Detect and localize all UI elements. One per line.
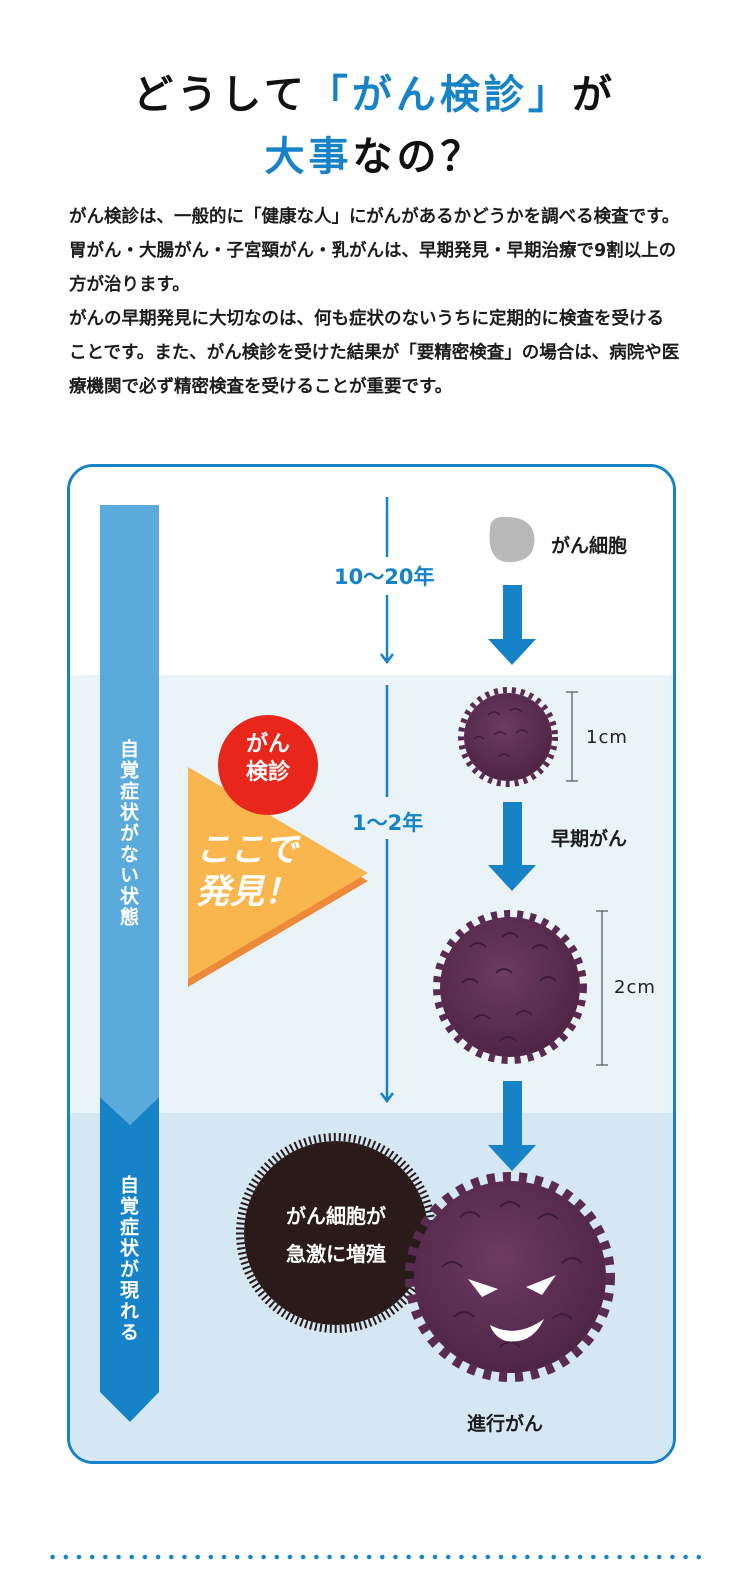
title-line-2: 大事なの？ [264, 134, 485, 180]
screening-badge-text: がん 検診 [245, 732, 290, 785]
size-1cm-label: 1cm [586, 727, 628, 748]
size-2cm-label: 2cm [614, 977, 656, 998]
early-cancer-small-icon [458, 687, 558, 787]
arrow-down-2 [488, 802, 536, 891]
arrow-down-1 [488, 585, 536, 665]
no-symptoms-bar [100, 505, 159, 1125]
title-line-1: どうして「がん検診」が [133, 72, 616, 118]
grin-mouth-icon [490, 1319, 544, 1342]
rapid-growth-text: がん細胞が 急激に増殖 [286, 1204, 386, 1266]
stage-cell-label: がん細胞 [551, 535, 628, 557]
intro-paragraph-2: がんの早期発見に大切なのは、何も症状のないうちに定期的に検査を受けることです。ま… [69, 309, 680, 397]
intro-text: がん検診は、一般的に「健康な人」にがんがあるかどうかを調べる検査です。胃がん・大… [69, 200, 681, 404]
screening-badge-circle [218, 715, 318, 815]
arrow-down-3 [488, 1081, 536, 1171]
symptoms-bar [100, 1097, 159, 1422]
diagram-graphics [100, 497, 615, 1422]
time-arrow [380, 497, 394, 1104]
early-cancer-large-icon [433, 910, 587, 1064]
symptoms-label: 自覚症状が現れる [117, 1175, 139, 1343]
intro-paragraph-1: がん検診は、一般的に「健康な人」にがんがあるかどうかを調べる検査です。胃がん・大… [69, 207, 680, 295]
angry-eye-right-icon [526, 1275, 556, 1295]
period-1-2-years: 1～2年 [350, 807, 426, 837]
detection-triangle [188, 767, 368, 987]
progression-diagram: 自覚症状がない状態 自覚症状が現れる 10～20年 1～2年 がん細胞 早期がん… [67, 464, 676, 1464]
stage-advanced-label: 進行がん [467, 1413, 544, 1435]
size-ruler [566, 691, 608, 1066]
page-title: どうして「がん検診」が 大事なの？ [0, 64, 749, 188]
angry-eye-left-icon [468, 1279, 498, 1297]
dotted-divider [46, 1554, 706, 1560]
symptom-timeline-bar [100, 505, 159, 1422]
cancer-cell-icon [489, 516, 535, 563]
no-symptoms-label: 自覚症状がない状態 [117, 739, 139, 928]
advanced-cancer-icon [405, 1172, 615, 1382]
stage-arrows [488, 585, 536, 1171]
detect-here-text: ここで 発見！ [196, 830, 298, 912]
period-10-20-years: 10～20年 [332, 561, 437, 591]
stage-early-label: 早期がん [551, 828, 628, 850]
